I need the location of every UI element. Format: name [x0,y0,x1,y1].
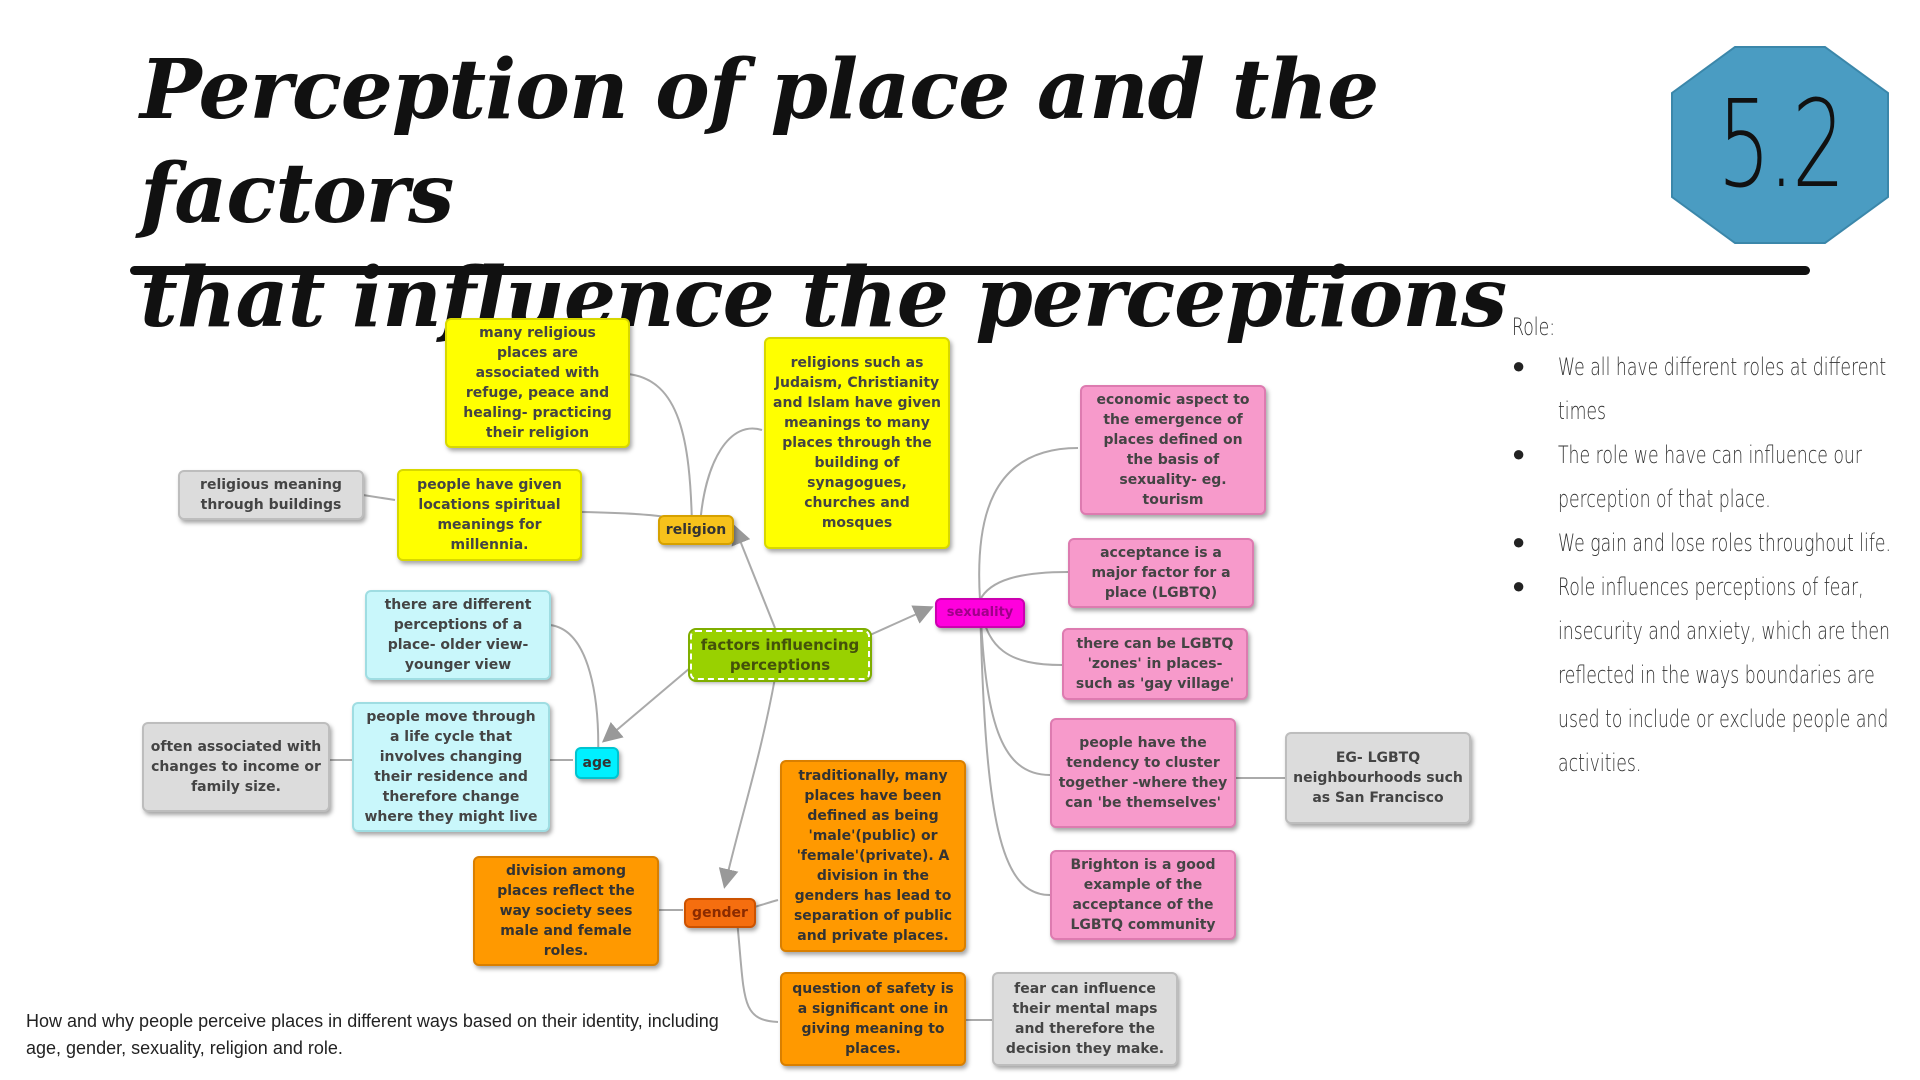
connector-center-age [601,667,691,743]
connector-sex-economic [978,447,1079,601]
title-underline [130,266,1810,275]
octagon-shape [1671,46,1889,244]
node-religion-buildings: religious meaning through buildings [178,470,364,520]
connector-sex-acceptance [979,571,1069,601]
section-number: 5.2 [1717,75,1845,215]
connector-spiritual-buildings [362,494,396,501]
node-gender-safety: question of safety is a significant one … [780,972,966,1066]
node-religion-refuge: many religious places are associated wit… [445,318,630,448]
node-gender-division: division among places reflect the way so… [473,856,659,966]
hub-gender: gender [684,898,756,928]
hub-sexuality: sexuality [935,598,1025,628]
connector-center-religion [731,524,776,629]
section-badge: 5.2 [1670,45,1890,245]
mindmap-center-node: factors influencing perceptions [688,628,872,682]
node-age-lifecycle: people move through a life cycle that in… [352,702,550,832]
bullet-dot-icon: ● [1512,354,1526,379]
role-bullet-item: ●We all have different roles at differen… [1512,345,1886,433]
node-sexuality-neighbourhoods: EG- LGBTQ neighbourhoods such as San Fra… [1285,732,1471,824]
connector-center-gender [718,677,776,889]
node-sexuality-acceptance: acceptance is a major factor for a place… [1068,538,1254,608]
node-gender-fear: fear can influence their mental maps and… [992,972,1178,1066]
node-sexuality-economic: economic aspect to the emergence of plac… [1080,385,1266,515]
connector-sex-brighton [979,599,1051,896]
hub-age: age [575,747,619,779]
role-bullet-item: ●Role influences perceptions of fear, in… [1512,565,1890,785]
node-religion-spiritual: people have given locations spiritual me… [397,469,582,561]
role-panel: Role: ●We all have different roles at di… [1512,313,1891,785]
hub-religion: religion [658,515,734,545]
connector-religion-meanings [699,427,763,526]
node-age-perceptions: there are different perceptions of a pla… [365,590,551,680]
bullet-dot-icon: ● [1512,442,1526,467]
role-bullet-item: ●We gain and lose roles throughout life. [1512,521,1891,565]
slide-caption: How and why people perceive places in di… [26,1011,719,1058]
node-gender-traditional: traditionally, many places have been def… [780,760,966,952]
role-heading: Role: [1512,313,1556,341]
node-religion-meanings: religions such as Judaism, Christianity … [764,337,950,549]
role-bullet-list: ●We all have different roles at differen… [1512,345,1891,785]
connector-gender-safety [736,919,779,1023]
connector-sex-cluster [979,599,1051,776]
connector-religion-refuge [627,373,693,526]
node-sexuality-cluster: people have the tendency to cluster toge… [1050,718,1236,828]
node-sexuality-zones: there can be LGBTQ 'zones' in places- su… [1062,628,1248,700]
role-bullet-item: ●The role we have can influence our perc… [1512,433,1882,521]
title-line-1: Perception of place and the factors [140,42,1379,242]
connector-center-sexuality [869,605,934,636]
node-age-income: often associated with changes to income … [142,722,330,812]
bullet-dot-icon: ● [1512,574,1526,599]
node-sexuality-brighton: Brighton is a good example of the accept… [1050,850,1236,940]
bullet-dot-icon: ● [1512,530,1526,555]
connector-age-perceptions [549,624,600,761]
